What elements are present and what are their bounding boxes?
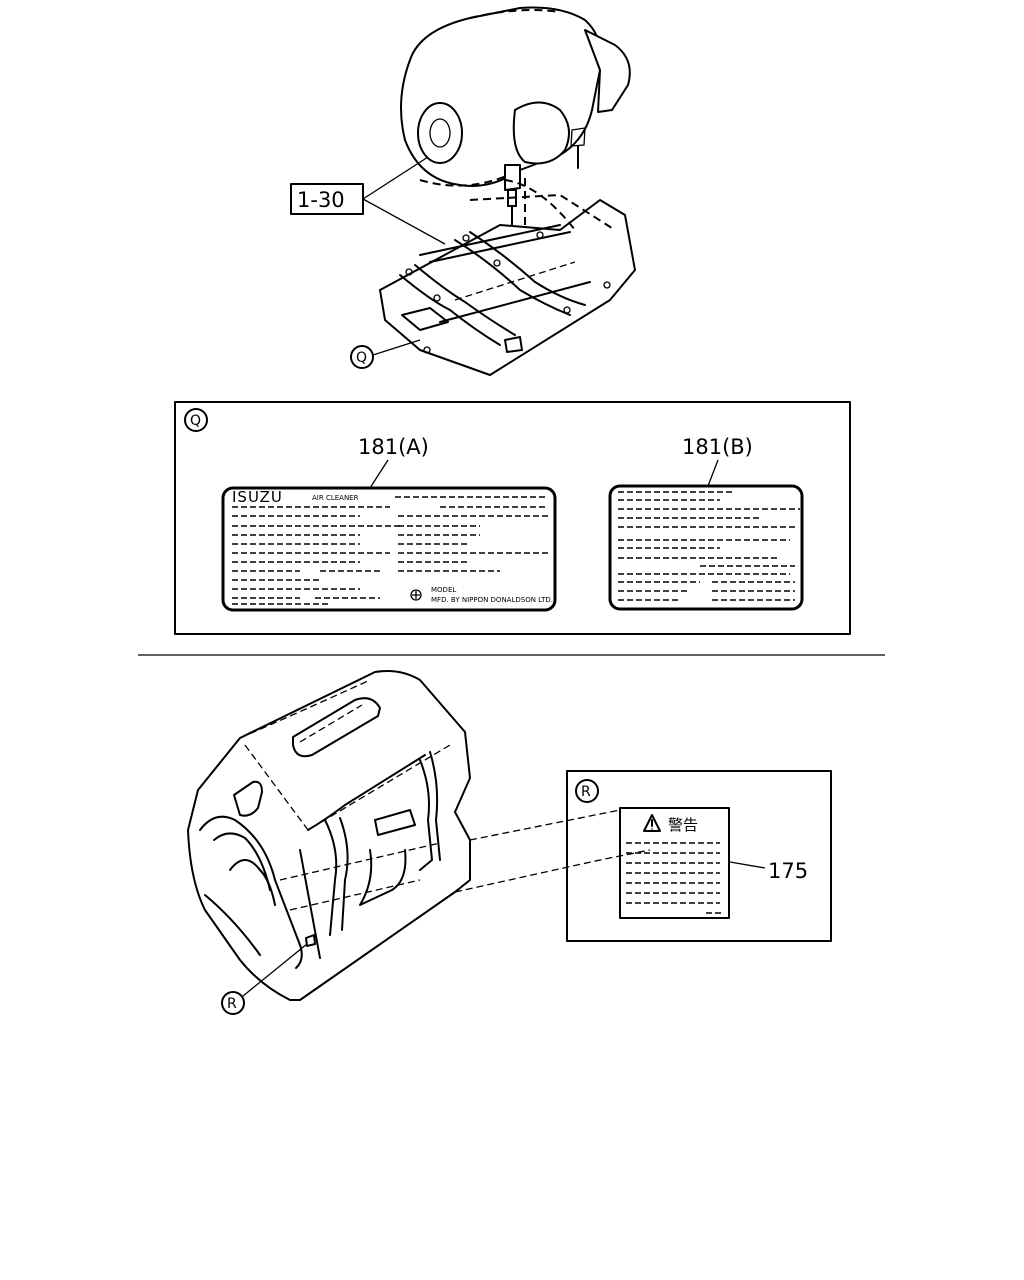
detail-box-q: Q 181(A) ISUZU AIR CLEANER MODEL MFD. BY…	[174, 401, 851, 635]
callout-181b-text: 181(B)	[682, 435, 753, 459]
detail-r-marker-text: R	[581, 784, 591, 800]
view-marker-q-text: Q	[356, 350, 367, 366]
air-cleaner-drawing	[379, 6, 636, 376]
warning-text-lines	[626, 842, 724, 914]
label-a-maker: MFD. BY NIPPON DONALDSON LTD.	[431, 596, 553, 604]
label-a-brand: ISUZU	[232, 488, 283, 506]
warning-label-175: 警告	[619, 807, 730, 919]
cover-drawing	[187, 670, 651, 1001]
view-marker-q-drawing: Q	[350, 339, 421, 369]
warning-title: 警告	[668, 816, 698, 834]
label-181b	[608, 484, 804, 611]
callout-1-30: 1-30	[290, 156, 446, 245]
detail-box-r: R 警告 175	[566, 770, 832, 942]
label-b-text-lines	[618, 491, 800, 601]
label-a-product: AIR CLEANER	[312, 494, 359, 502]
view-marker-r-drawing: R	[221, 943, 308, 1015]
label-181a: ISUZU AIR CLEANER MODEL MFD. BY NIPPON D…	[221, 486, 557, 612]
callout-181a-text: 181(A)	[358, 435, 429, 459]
detail-q-marker-text: Q	[190, 413, 201, 429]
maker-logo-icon	[410, 589, 422, 601]
label-a-text-lines	[232, 496, 548, 605]
label-a-model: MODEL	[431, 586, 456, 594]
warning-triangle-icon	[643, 814, 661, 832]
callout-175-text: 175	[768, 859, 808, 883]
view-marker-r-text: R	[227, 996, 237, 1012]
callout-1-30-text: 1-30	[297, 188, 345, 212]
